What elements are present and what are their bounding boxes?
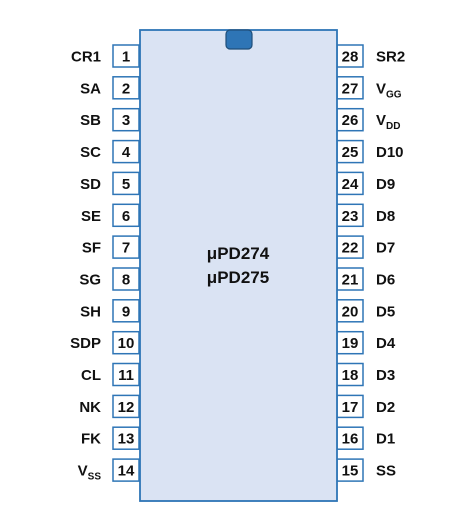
pin-5-box: [112, 171, 140, 196]
pin-25-number: 25: [342, 144, 359, 161]
pin-4-box: [112, 139, 140, 164]
pin-21-label: D6: [376, 272, 395, 289]
pin-13-label: FK: [81, 431, 101, 448]
pin-22-number: 22: [342, 240, 359, 257]
pin-9-number: 9: [122, 303, 130, 320]
pin-5-number: 5: [122, 176, 130, 193]
pin-11-label: CL: [81, 367, 101, 384]
pin-27-number: 27: [342, 80, 359, 97]
chip-body: [139, 29, 338, 502]
pin-1-label: CR1: [71, 49, 101, 66]
pin-8-label: SG: [79, 272, 101, 289]
pin-6-label: SE: [81, 208, 101, 225]
pin-1-number: 1: [122, 49, 130, 66]
pin-18-label: D3: [376, 367, 395, 384]
pin-25-label: D10: [376, 144, 404, 161]
pin-4-label: SC: [80, 144, 101, 161]
pin-13-box: [112, 426, 140, 450]
pin-17-label: D2: [376, 399, 395, 416]
pin-12-box: [112, 394, 140, 419]
pin-27-label: VGG: [376, 80, 402, 100]
pin-10-label: SDP: [70, 335, 101, 352]
pin-7-number: 7: [122, 240, 130, 257]
pin-12-number: 12: [118, 399, 135, 416]
pin-6-box: [112, 203, 140, 228]
pin-22-label: D7: [376, 240, 395, 257]
pin-16-number: 16: [342, 431, 359, 448]
chip-name-1: μPD274: [207, 244, 270, 263]
pin-26-number: 26: [342, 112, 359, 129]
pin-7-box: [112, 235, 140, 259]
pin-23-label: D8: [376, 208, 395, 225]
pin-15-number: 15: [342, 463, 359, 480]
pin-28-number: 28: [342, 49, 359, 66]
pin-3-label: SB: [80, 112, 101, 129]
pin-13-number: 13: [118, 431, 135, 448]
pin-14-label: VSS: [78, 463, 102, 483]
pin-14-box: [112, 458, 140, 482]
pin-9-box: [112, 299, 140, 323]
pin-8-box: [112, 267, 140, 291]
pin-6-number: 6: [122, 208, 130, 225]
chip-name-2: μPD275: [207, 268, 269, 287]
pin-2-label: SA: [80, 80, 101, 97]
orientation-notch: [225, 29, 253, 50]
pin-2-number: 2: [122, 80, 130, 97]
pin-20-number: 20: [342, 303, 359, 320]
pin-14-number: 14: [118, 463, 135, 480]
pin-26-label: VDD: [376, 112, 400, 132]
pin-23-number: 23: [342, 208, 359, 225]
pin-11-box: [112, 362, 140, 387]
pin-11-number: 11: [118, 367, 134, 384]
pin-2-box: [112, 76, 140, 100]
pins-layer: 1 CR1 2 SA 3 SB 4 SC 5 SD 6 SE 7 SF 8 SG 9 SH 10 SDP 11 CL 12 N…: [70, 44, 405, 483]
pin-10-number: 10: [118, 335, 135, 352]
pin-4-number: 4: [122, 144, 131, 161]
pin-24-number: 24: [342, 176, 359, 193]
pin-20-label: D5: [376, 303, 395, 320]
pin-1-box: [112, 44, 140, 68]
pin-5-label: SD: [80, 176, 101, 193]
pin-24-label: D9: [376, 176, 395, 193]
pin-18-number: 18: [342, 367, 359, 384]
pin-7-label: SF: [82, 240, 101, 257]
pin-12-label: NK: [79, 399, 101, 416]
pin-3-box: [112, 107, 140, 132]
pin-8-number: 8: [122, 272, 130, 289]
pin-28-label: SR2: [376, 49, 405, 66]
pin-19-number: 19: [342, 335, 359, 352]
pin-15-label: SS: [376, 463, 396, 480]
pin-17-number: 17: [342, 399, 359, 416]
pin-16-label: D1: [376, 431, 395, 448]
pin-10-box: [112, 330, 140, 355]
pin-21-number: 21: [342, 272, 359, 289]
pin-9-label: SH: [80, 303, 101, 320]
pin-3-number: 3: [122, 112, 130, 129]
pin-19-label: D4: [376, 335, 396, 352]
